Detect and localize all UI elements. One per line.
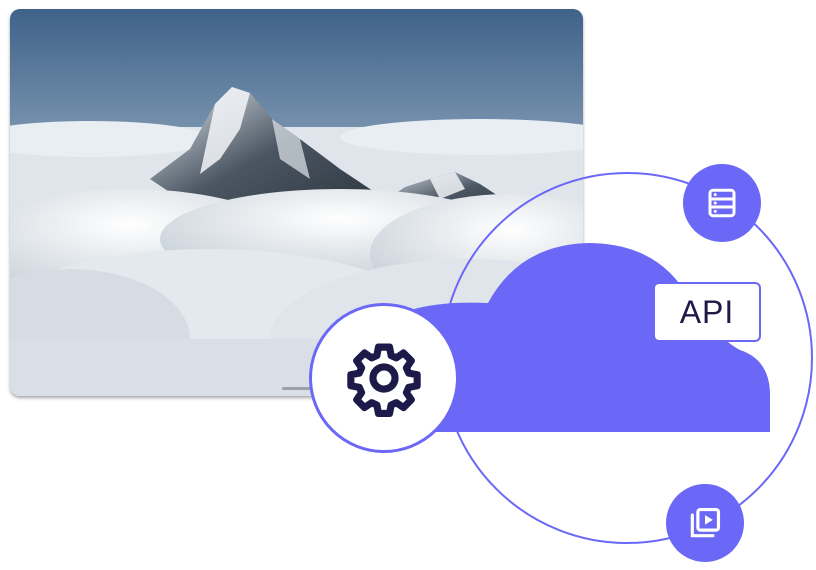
- mountain-photo: [10, 9, 583, 396]
- database-node[interactable]: [683, 164, 761, 242]
- mountain-photo-image: [10, 9, 583, 396]
- api-badge: API: [653, 282, 761, 342]
- media-library-node[interactable]: [666, 484, 744, 562]
- api-badge-label: API: [679, 293, 735, 330]
- settings-node[interactable]: [309, 303, 459, 453]
- media-library-icon: [690, 507, 721, 538]
- photo-scrollbar[interactable]: [282, 387, 326, 390]
- database-icon: [708, 188, 736, 218]
- gear-icon: [347, 343, 421, 417]
